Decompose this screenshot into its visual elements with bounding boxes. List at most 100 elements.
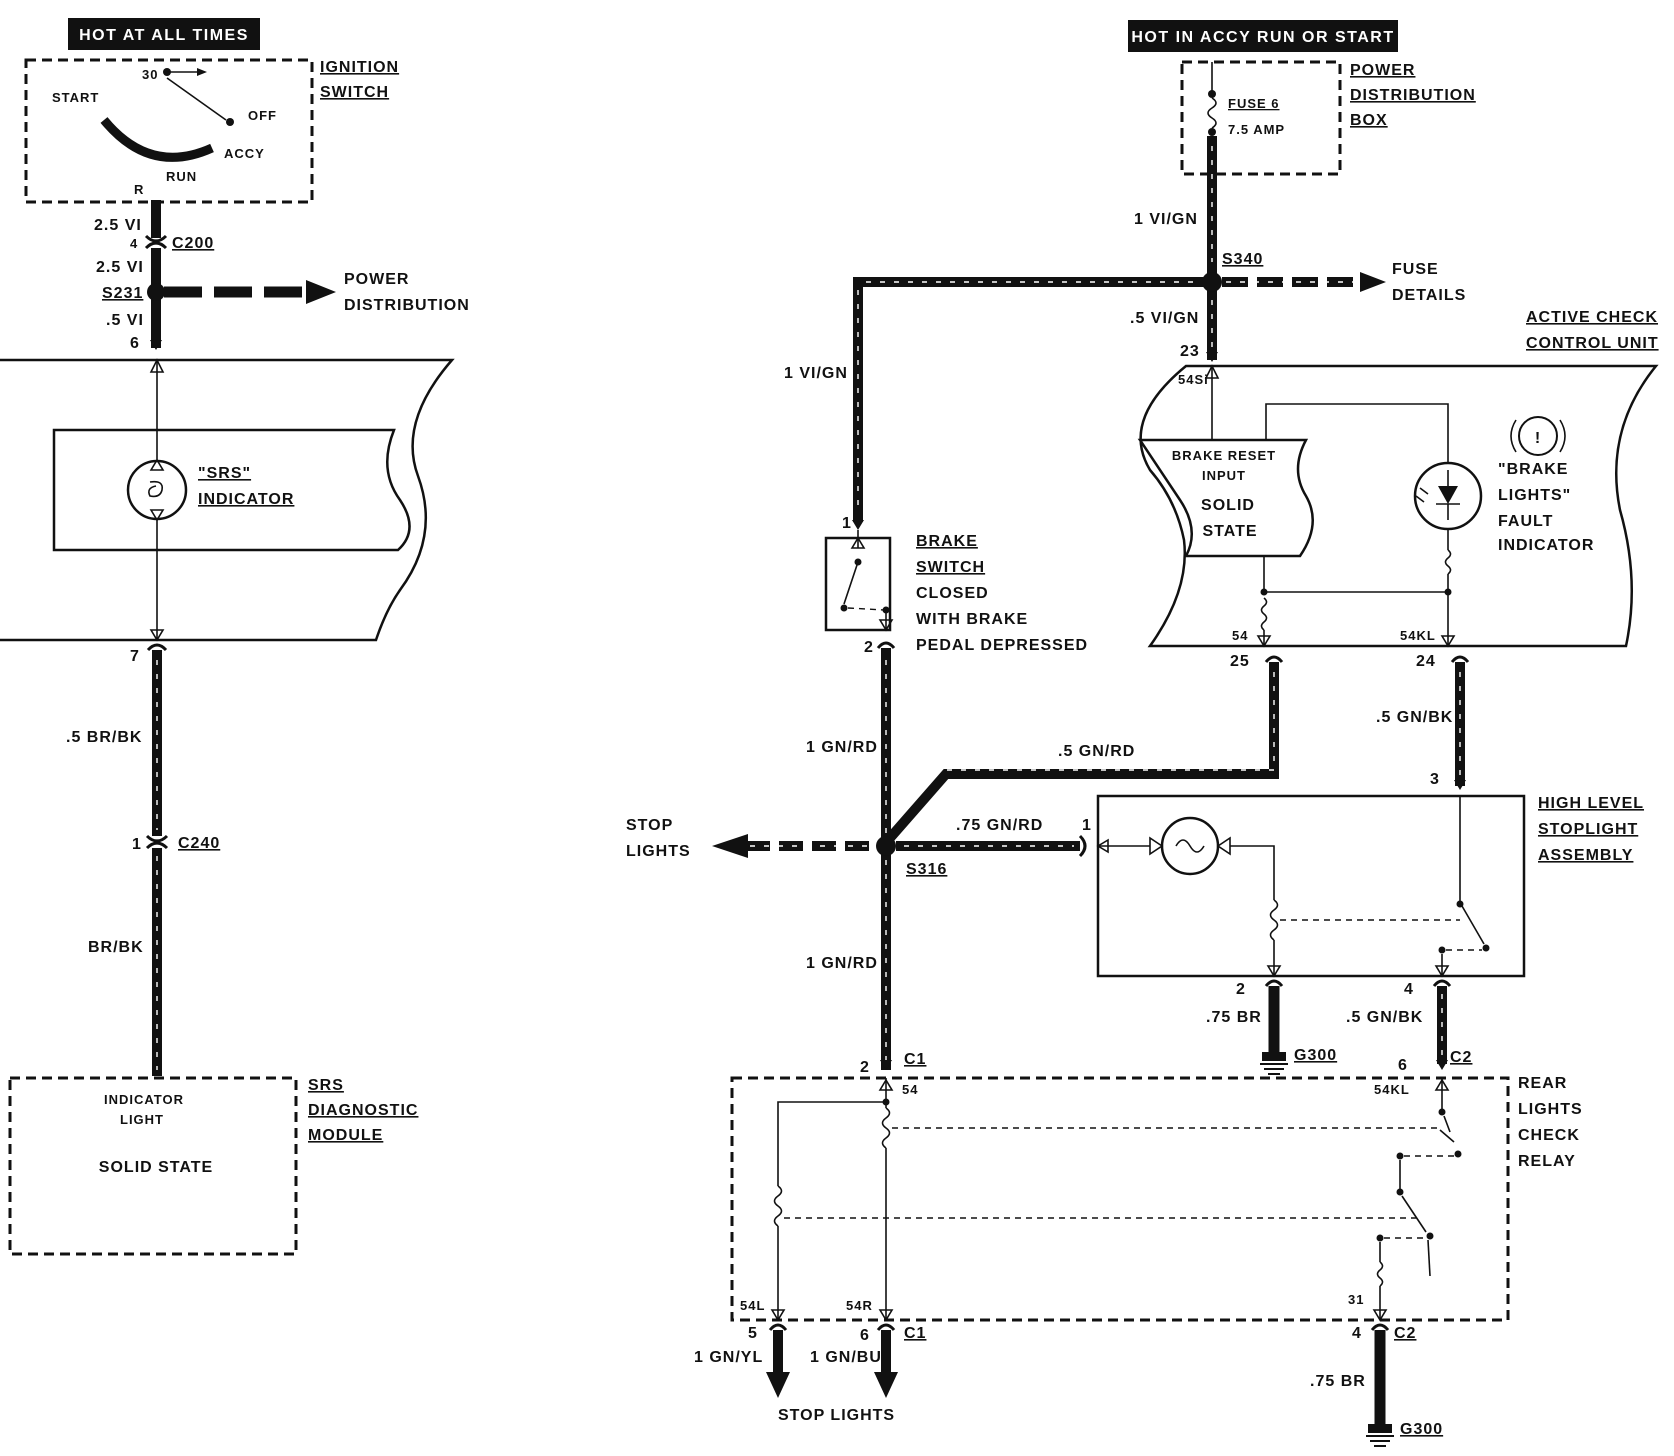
header-right-text: HOT IN ACCY RUN OR START — [1131, 29, 1394, 46]
brake-switch-pin-1: 1 — [842, 515, 852, 532]
wire-5-gn-bk-upper: .5 GN/BK — [1376, 709, 1453, 726]
stop-lights-bottom-label: STOP LIGHTS — [778, 1407, 895, 1424]
wire-5-br-bk: .5 BR/BK — [66, 729, 142, 746]
ignition-switch-label-1: IGNITION — [320, 59, 399, 76]
run-label: RUN — [166, 169, 197, 184]
brake-reset-label-2: INPUT — [1202, 468, 1246, 483]
relay-pin-5: 5 — [748, 1325, 758, 1342]
ignition-switch-label-2: SWITCH — [320, 84, 389, 101]
header-left-text: HOT AT ALL TIMES — [79, 27, 249, 44]
srs-module-label-2: DIAGNOSTIC — [308, 1102, 418, 1119]
pin-54si-label: 54Si — [1178, 372, 1209, 387]
solid-state-label-2: STATE — [1202, 523, 1257, 540]
stoplight-label-3: ASSEMBLY — [1538, 847, 1633, 864]
srs-module-label-3: MODULE — [308, 1127, 383, 1144]
rear-lights-check-relay: 2 C1 54 6 C2 54KL REAR LIGHTS CHECK RELA… — [730, 1049, 1582, 1322]
relay-pin-6-bottom: 6 — [860, 1327, 870, 1344]
srs-module-label-1: SRS — [308, 1077, 344, 1094]
relay-outputs: 5 6 C1 1 GN/YL 1 GN/BU STOP LIGHTS 4 C2 … — [694, 1323, 1443, 1447]
power-distribution-label-2: DISTRIBUTION — [344, 297, 470, 314]
brake-switch-label-2: SWITCH — [916, 559, 985, 576]
c240-label: C240 — [178, 835, 220, 852]
stop-lights-label-1: STOP — [626, 817, 673, 834]
pin-7-label: 7 — [130, 648, 140, 665]
c1-label-top: C1 — [904, 1051, 926, 1068]
wire-5-vi-gn: .5 VI/GN — [1130, 310, 1199, 327]
relay-pin-54: 54 — [902, 1082, 918, 1097]
wire-1-vi-gn-top: 1 VI/GN — [1134, 211, 1198, 228]
power-distribution-box: FUSE 6 7.5 AMP POWER DISTRIBUTION BOX — [1180, 60, 1476, 360]
srs-diagnostic-module: INDICATOR LIGHT SOLID STATE SRS DIAGNOST… — [8, 1076, 418, 1256]
stoplight-pin-3: 3 — [1430, 771, 1440, 788]
relay-pin-31: 31 — [1348, 1292, 1364, 1307]
high-level-stoplight-assembly: HIGH LEVEL STOPLIGHT ASSEMBLY 2 .75 BR G… — [1096, 794, 1644, 1075]
pin-r-label: R — [134, 182, 144, 197]
power-box-label-3: BOX — [1350, 112, 1388, 129]
c200-label: C200 — [172, 235, 214, 252]
wire-5-gn-bk-lower: .5 GN/BK — [1346, 1009, 1423, 1026]
pin-30-label: 30 — [142, 67, 158, 82]
fault-label-3: FAULT — [1498, 513, 1553, 530]
stoplight-pin-2: 2 — [1236, 981, 1246, 998]
check-unit-label-1: ACTIVE CHECK — [1526, 309, 1658, 326]
s231-label: S231 — [102, 285, 143, 302]
relay-pin-2: 2 — [860, 1059, 870, 1076]
accy-label: ACCY — [224, 146, 265, 161]
pin-23-label: 23 — [1180, 343, 1200, 360]
wire-5-gn-rd: .5 GN/RD — [1058, 743, 1135, 760]
brake-switch-label-1: BRAKE — [916, 533, 978, 550]
relay-pin-54l: 54L — [740, 1298, 765, 1313]
instrument-cluster: "SRS" INDICATOR — [0, 358, 455, 642]
c1-label-bottom: C1 — [904, 1325, 926, 1342]
start-label: START — [52, 90, 99, 105]
pin-25-label: 25 — [1230, 653, 1250, 670]
brake-reset-label-1: BRAKE RESET — [1172, 448, 1276, 463]
wire-br-bk: BR/BK — [88, 939, 144, 956]
g300-label-upper: G300 — [1294, 1047, 1337, 1064]
stoplight-label-1: HIGH LEVEL — [1538, 795, 1644, 812]
s340-label: S340 — [1222, 251, 1263, 268]
solid-state-label-1: SOLID — [1201, 497, 1255, 514]
brake-switch-pin-2: 2 — [864, 639, 874, 656]
wire-1-gn-rd-lower: 1 GN/RD — [806, 955, 878, 972]
left-circuit: 2.5 VI 4 C200 2.5 VI S231 .5 VI 6 POWER … — [94, 200, 470, 352]
fuse-details-label-2: DETAILS — [1392, 287, 1466, 304]
fault-label-4: INDICATOR — [1498, 537, 1594, 554]
brake-switch-label-5: PEDAL DEPRESSED — [916, 637, 1088, 654]
stop-lights-label-2: LIGHTS — [626, 843, 691, 860]
fuse-amp-label: 7.5 AMP — [1228, 122, 1285, 137]
wire-1-gn-bu: 1 GN/BU — [810, 1349, 882, 1366]
fault-label-2: LIGHTS" — [1498, 487, 1571, 504]
active-check-control-unit: ACTIVE CHECK CONTROL UNIT 54Si BRAKE RES… — [1137, 309, 1659, 670]
srs-inner-label-3: SOLID STATE — [99, 1159, 213, 1176]
srs-indicator-label-1: "SRS" — [198, 465, 251, 482]
pin-6-label: 6 — [130, 335, 140, 352]
g300-label-lower: G300 — [1400, 1421, 1443, 1438]
brake-switch: 1 2 BRAKE SWITCH CLOSED WITH BRAKE PEDAL… — [824, 515, 1088, 656]
power-box-label-2: DISTRIBUTION — [1350, 87, 1476, 104]
fuse-details-label-1: FUSE — [1392, 261, 1439, 278]
relay-pin-6: 6 — [1398, 1057, 1408, 1074]
pin-54kl-label: 54KL — [1400, 628, 1436, 643]
header-hot-in-accy-run-start: HOT IN ACCY RUN OR START — [1128, 20, 1398, 52]
warning-symbol-icon — [1518, 416, 1558, 456]
fault-label-1: "BRAKE — [1498, 461, 1568, 478]
ignition-switch: IGNITION SWITCH 30 START OFF ACCY RUN R — [24, 58, 399, 204]
stoplight-label-2: STOPLIGHT — [1538, 821, 1638, 838]
wire-75-br-upper: .75 BR — [1206, 1009, 1262, 1026]
relay-pin-54kl: 54KL — [1374, 1082, 1410, 1097]
wire-2-5-vi-top: 2.5 VI — [94, 217, 142, 234]
s340-splice: 1 VI/GN S340 FUSE DETAILS .5 VI/GN 23 1 … — [784, 211, 1466, 522]
srs-indicator-label-2: INDICATOR — [198, 491, 294, 508]
srs-inner-label-2: LIGHT — [120, 1112, 164, 1127]
pin-1-label: 1 — [132, 836, 142, 853]
pin-54-label: 54 — [1232, 628, 1248, 643]
srs-inner-label-1: INDICATOR — [104, 1092, 184, 1107]
brake-switch-label-4: WITH BRAKE — [916, 611, 1028, 628]
relay-label-4: RELAY — [1518, 1153, 1576, 1170]
c2-label-top: C2 — [1450, 1049, 1472, 1066]
relay-label-1: REAR — [1518, 1075, 1567, 1092]
wire-1-gn-yl: 1 GN/YL — [694, 1349, 763, 1366]
pin-4-label: 4 — [130, 236, 138, 251]
